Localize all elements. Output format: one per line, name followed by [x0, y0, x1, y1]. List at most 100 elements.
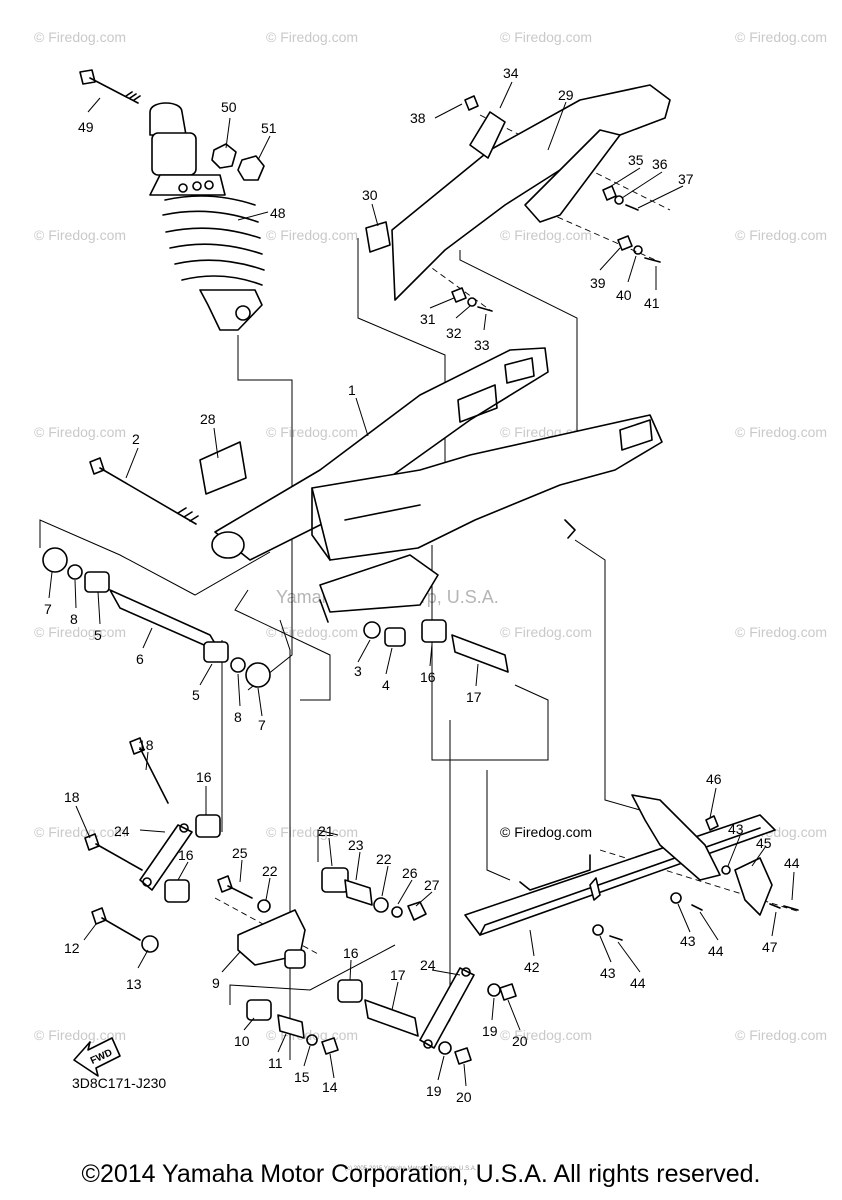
link-bolt: [95, 843, 143, 871]
guard-washer: [467, 297, 477, 307]
callout-6: 6: [136, 651, 144, 667]
watermark: © Firedog.com: [266, 424, 358, 440]
pivot-washer: [230, 657, 246, 673]
callout-16: 16: [420, 669, 436, 685]
shock-eye-hole: [235, 305, 251, 321]
link-bearing: [321, 867, 349, 893]
link-bearing: [164, 879, 190, 903]
callout-43: 43: [680, 933, 696, 949]
callout-30: 30: [362, 187, 378, 203]
callout-42: 42: [524, 959, 540, 975]
pivot-seal: [42, 547, 68, 573]
rod-washer: [487, 983, 501, 997]
watermark: © Firedog.com: [500, 624, 592, 640]
swingarm-pivot-boss: [211, 531, 245, 559]
link-washer: [363, 621, 381, 639]
link-bolt-head: [217, 875, 233, 893]
rear-shock-absorber: [79, 69, 265, 331]
link-bearing: [195, 814, 221, 838]
callout-48: 48: [270, 205, 286, 221]
callout-44: 44: [708, 943, 724, 959]
watermark: © Firedog.com: [735, 624, 827, 640]
chain-guard-bracket: [524, 129, 621, 223]
callout-44: 44: [784, 855, 800, 871]
guard-washer: [633, 245, 643, 255]
guard-nut: [451, 287, 467, 303]
swingarm-right-slot: [619, 419, 653, 451]
micro-copyright: (c) 2005-2015 Yamaha Motor Corporation, …: [345, 1166, 477, 1172]
shock-adjuster-hole: [204, 180, 214, 190]
callout-19: 19: [426, 1083, 442, 1099]
callout-1: 1: [348, 382, 356, 398]
shock-top-mount: [149, 102, 187, 136]
shock-nut: [211, 143, 237, 169]
pivot-shaft-thread: [177, 507, 199, 522]
callout-31: 31: [420, 311, 436, 327]
callout-45: 45: [756, 835, 772, 851]
callout-26: 26: [402, 865, 418, 881]
pivot-washer: [67, 564, 83, 580]
link-bolt: [139, 747, 169, 804]
relay-washer: [306, 1034, 318, 1046]
swingarm: [211, 347, 663, 623]
fwd-arrow: FWD: [73, 1037, 121, 1077]
shock-bolt-head: [79, 69, 96, 85]
callout-49: 49: [78, 119, 94, 135]
relay-bearing: [246, 999, 272, 1021]
footer-copyright: ©2014 Yamaha Motor Corporation, U.S.A. A…: [81, 1160, 761, 1188]
callout-15: 15: [294, 1069, 310, 1085]
callout-17: 17: [390, 967, 406, 983]
chain-case-clip: [705, 815, 719, 831]
link-nut: [407, 901, 427, 921]
callout-5: 5: [192, 687, 200, 703]
pivot-guide-line: [39, 519, 271, 596]
callout-36: 36: [652, 156, 668, 172]
callout-21: 21: [318, 823, 334, 839]
callout-29: 29: [558, 87, 574, 103]
callout-20: 20: [512, 1033, 528, 1049]
callout-32: 32: [446, 325, 462, 341]
guard-bolt: [477, 306, 493, 312]
swingarm-link-bracket: [319, 554, 439, 613]
link-bearing: [421, 619, 447, 643]
callout-13: 13: [126, 976, 142, 992]
watermark: © Firedog.com: [500, 1027, 592, 1043]
callout-41: 41: [644, 295, 660, 311]
rod-nut: [454, 1047, 472, 1065]
link-bolt-head: [91, 907, 107, 925]
chain-case-washer: [670, 892, 682, 904]
callout-50: 50: [221, 99, 237, 115]
callout-3: 3: [354, 663, 362, 679]
watermark: © Firedog.com: [34, 624, 126, 640]
pivot-assembly: [42, 441, 509, 688]
guard-nut: [602, 185, 617, 201]
watermark: © Firedog.com: [500, 29, 592, 45]
pivot-seal: [245, 662, 271, 688]
chain-guard-plate: [365, 221, 391, 253]
chaincase-guide: [486, 770, 511, 881]
linkage: [84, 737, 517, 1065]
inline-watermark: © Firedog.com: [500, 824, 592, 840]
link-washer: [373, 897, 389, 913]
relay-nut: [321, 1037, 339, 1055]
link-bolt: [227, 885, 253, 899]
shock-reservoir: [151, 132, 197, 176]
link-washer-small: [391, 906, 403, 918]
swingarm-right-arm: [311, 414, 663, 561]
rod-hole: [423, 1039, 433, 1049]
callout-40: 40: [616, 287, 632, 303]
callout-19: 19: [482, 1023, 498, 1039]
callout-4: 4: [382, 677, 390, 693]
link-collar: [344, 879, 373, 906]
relay-collar-long: [364, 999, 419, 1037]
guard-guide-line-right: [459, 250, 578, 440]
callout-18: 18: [64, 789, 80, 805]
chaincase-guide-right: [574, 539, 641, 811]
shock-adjuster-hole: [178, 183, 188, 193]
shock-bolt-thread: [125, 91, 141, 101]
watermark: © Firedog.com: [34, 1027, 126, 1043]
guard-bolt: [625, 204, 639, 211]
swingarm-left-adjuster: [457, 384, 498, 423]
callout-11: 11: [268, 1055, 283, 1071]
